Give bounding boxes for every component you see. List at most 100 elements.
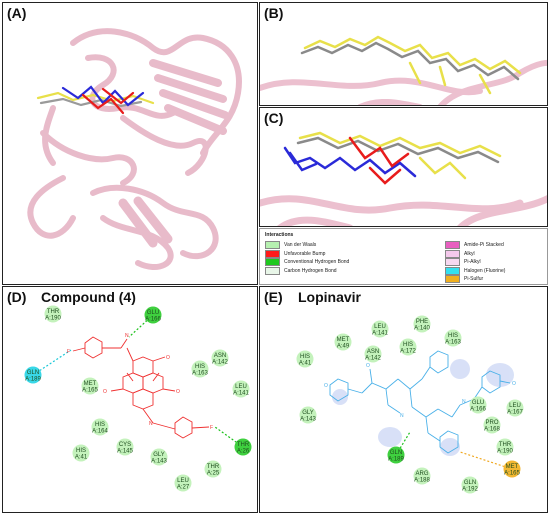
legend-label: Alkyl — [464, 250, 475, 257]
legend-label: Unfavorable Bump — [284, 250, 326, 257]
panel-d: (D) Compound (4) F — [2, 286, 258, 513]
legend-swatch — [265, 258, 280, 266]
residue-name: HIS — [95, 422, 105, 428]
residue-id: A:192 — [462, 487, 478, 493]
legend-item: Pi-Sulfur — [445, 275, 483, 283]
residue-circle — [399, 338, 417, 356]
residue-id: A:41 — [75, 455, 88, 461]
residue-name: THR — [47, 309, 60, 315]
legend-item: Amide-Pi Stacked — [445, 241, 504, 249]
residue-circle — [191, 360, 209, 378]
svg-text:F: F — [210, 425, 213, 431]
residue-name: MET — [337, 337, 350, 343]
panel-b-label: (B) — [264, 5, 284, 21]
residue-id: A:172 — [400, 349, 416, 355]
residue-name: THR — [207, 464, 220, 470]
residue-circle — [299, 406, 317, 424]
residue-id: A:142 — [365, 356, 381, 362]
residue-id: A:143 — [151, 459, 167, 465]
residue-name: CYS — [119, 442, 131, 448]
legend-swatch — [445, 275, 460, 283]
residue-name: GLU — [147, 310, 159, 316]
legend-title: Interactions — [265, 232, 294, 238]
legend-item: Carbon Hydrogen Bond — [265, 266, 337, 275]
residue-circle — [44, 305, 62, 323]
panel-b: (B) — [259, 2, 548, 106]
residue-circle — [496, 438, 514, 456]
residue-circle — [413, 467, 431, 485]
residue-id: A:142 — [212, 360, 228, 366]
residue-name: HIS — [76, 448, 86, 454]
legend-swatch — [265, 249, 280, 258]
panel-c: (C) — [259, 107, 548, 227]
residue-id: A:189 — [388, 457, 404, 463]
residue-circle — [174, 474, 192, 492]
residue-name: HIS — [403, 342, 413, 348]
residue-name: LEU — [177, 478, 189, 484]
legend-item: Van der Waals — [265, 241, 316, 249]
legend-label: Amide-Pi Stacked — [464, 242, 504, 248]
residue-circle — [444, 329, 462, 347]
residue-name: PHE — [416, 319, 428, 325]
panel-a: (A) — [2, 2, 258, 285]
svg-text:N: N — [125, 333, 129, 339]
residue-id: A:140 — [414, 326, 430, 332]
residue-id: A:145 — [117, 449, 133, 455]
legend-item: Conventional Hydrogen Bond — [265, 258, 349, 266]
svg-text:O: O — [324, 383, 328, 389]
residue-circle — [204, 460, 222, 478]
residue-id: A:188 — [414, 478, 430, 484]
residue-name: ASN — [367, 349, 379, 355]
residue-circle — [483, 416, 501, 434]
residue-circle — [364, 345, 382, 363]
legend-label: Conventional Hydrogen Bond — [284, 259, 350, 265]
residue-id: A:25 — [207, 471, 220, 477]
svg-text:O: O — [512, 381, 516, 387]
residue-id: A:168 — [484, 427, 500, 433]
panel-c-label: (C) — [264, 110, 284, 126]
residue-circle — [232, 380, 250, 398]
residue-circle — [150, 448, 168, 466]
residue-id: A:165 — [82, 388, 98, 394]
residue-id: A:41 — [299, 361, 312, 367]
residue-id: A:27 — [177, 485, 190, 491]
legend-swatch — [445, 266, 460, 275]
residue-name: MET — [84, 381, 97, 387]
residue-name: THR — [499, 442, 512, 448]
svg-text:N: N — [149, 421, 153, 427]
residue-circle — [234, 438, 252, 456]
svg-text:N: N — [462, 399, 466, 405]
residue-name: GLY — [302, 410, 314, 416]
binding-pose-overlay-c — [260, 131, 547, 226]
panel-d-label: (D) — [7, 289, 27, 305]
residue-circle — [503, 460, 521, 478]
residue-circle — [116, 438, 134, 456]
legend-swatch — [445, 258, 460, 266]
protein-ribbon — [27, 28, 242, 270]
residue-name: MET — [506, 464, 519, 470]
residue-circle — [461, 476, 479, 494]
legend-item: Pi-Alkyl — [445, 258, 481, 266]
svg-text:O: O — [103, 389, 107, 395]
residue-circle — [334, 333, 352, 351]
residue-name: LEU — [235, 384, 247, 390]
residue-name: GLU — [472, 400, 484, 406]
residue-circle — [81, 377, 99, 395]
panel-e-label: (E) — [264, 289, 283, 305]
